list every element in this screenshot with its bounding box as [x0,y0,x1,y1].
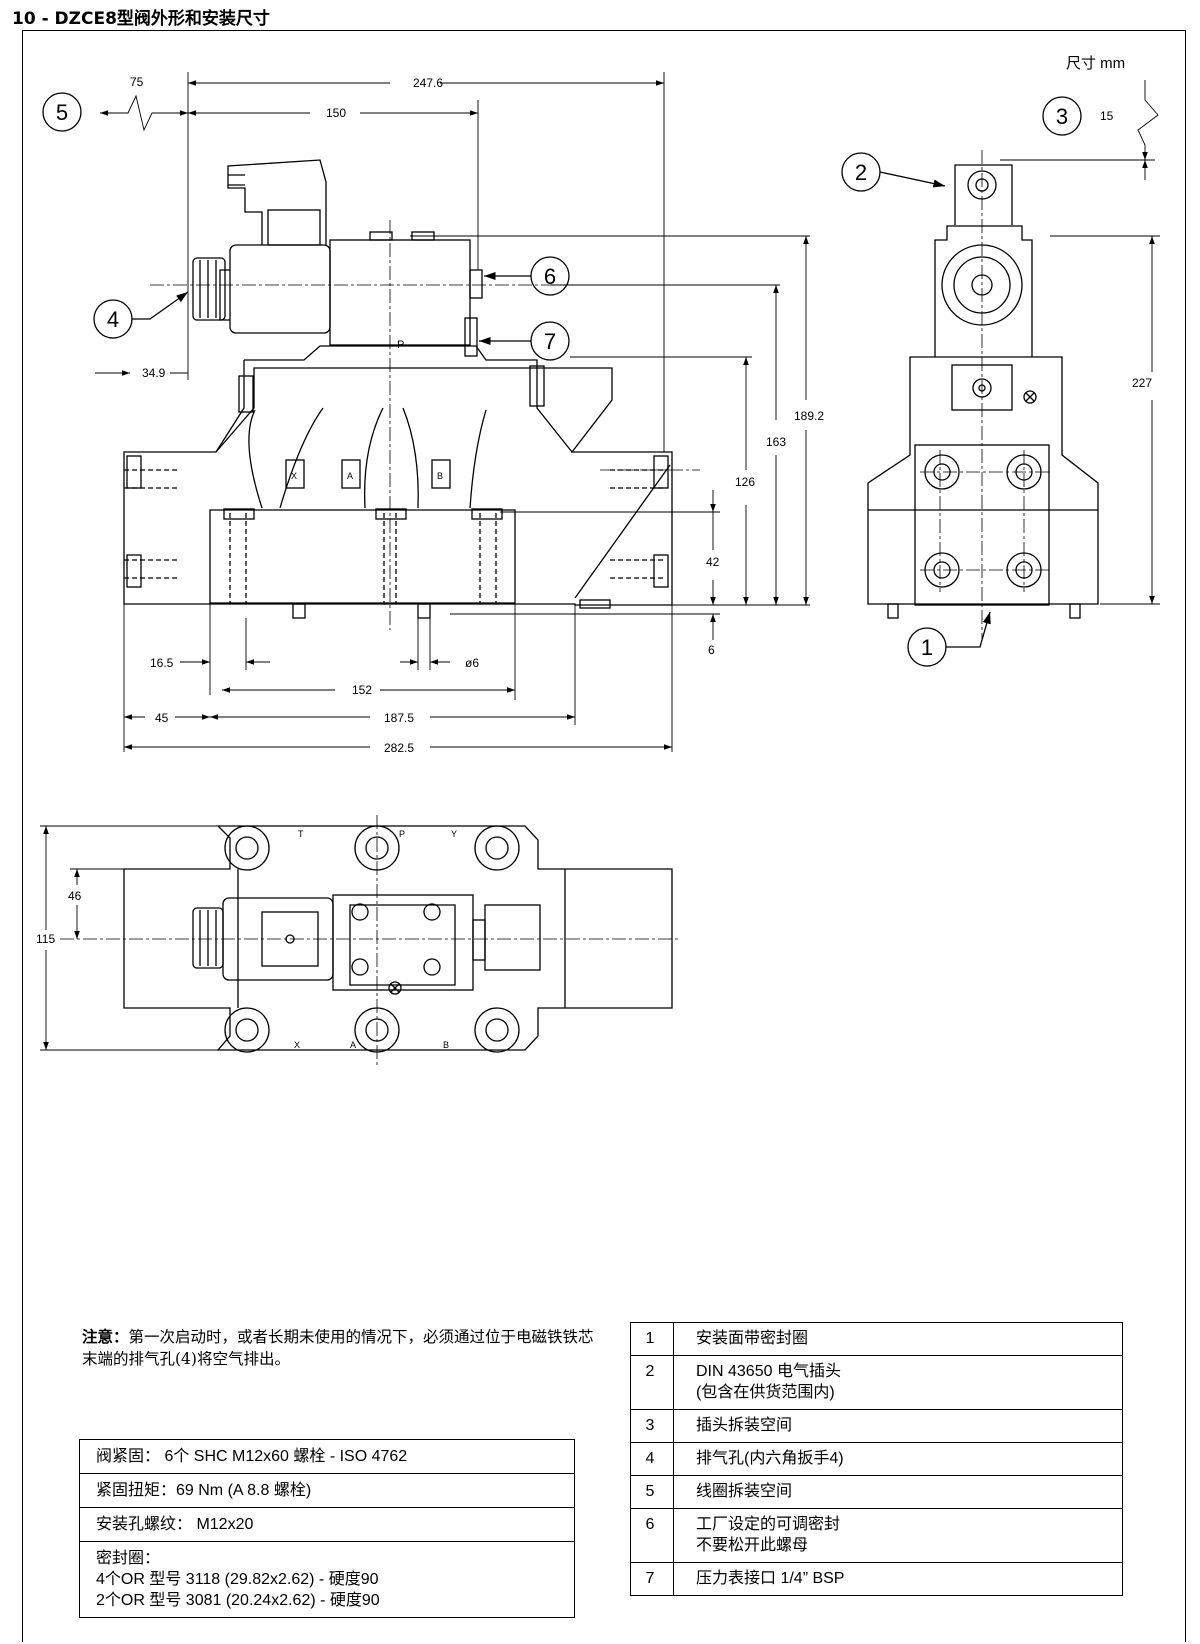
legend-line: 安装面带密封圈 [696,1330,809,1347]
callout-5 [42,92,82,132]
callout-2-label: 2 [855,160,867,185]
technical-drawing: P X A B [36,55,1160,1065]
legend-line: DIN 43650 电气插头 [696,1363,841,1380]
callout-7-label: 7 [544,329,556,354]
spec-row: 紧固扭矩：69 Nm (A 8.8 螺栓) [79,1473,575,1508]
legend-text: DIN 43650 电气插头 (包含在供货范围内) [673,1355,1123,1410]
callout-1-label: 1 [921,635,933,660]
legend-text: 插头拆装空间 [673,1409,1123,1443]
legend-text: 排气孔(内六角扳手4) [673,1442,1123,1476]
dim-189-2: 189.2 [794,409,824,423]
legend-text: 工厂设定的可调密封不要松开此螺母 [673,1508,1123,1563]
legend-row: 5 线圈拆装空间 [630,1475,1123,1509]
legend-num: 6 [630,1508,674,1563]
dim-247-6: 247.6 [413,76,443,90]
callout-4-label: 4 [107,307,119,332]
top-port-t-label: T [298,829,304,839]
legend-row: 1 安装面带密封圈 [630,1322,1123,1356]
spec-torque: 紧固扭矩：69 Nm (A 8.8 螺栓) [79,1473,575,1508]
spec-row: 阀紧固： 6个 SHC M12x60 螺栓 - ISO 4762 [79,1439,575,1474]
callout-3 [1042,96,1082,136]
legend-text: 压力表接口 1/4” BSP [673,1562,1123,1596]
bottom-port-x-label: X [294,1040,300,1050]
dim-227: 227 [1132,376,1152,390]
legend-row: 2 DIN 43650 电气插头 (包含在供货范围内) [630,1355,1123,1410]
bottom-port-a-label: A [350,1040,356,1050]
page-title: 10 - DZCE8型阀外形和安装尺寸 [12,9,270,29]
spec-seals-line: 4个OR 型号 3118 (29.82x2.62) - 硬度90 [96,1571,379,1588]
legend-table: 1 安装面带密封圈 2 DIN 43650 电气插头 (包含在供货范围内) 3 插头拆装… [630,1322,1123,1596]
top-dimensions [40,825,230,1051]
legend-line: 工厂设定的可调密封 [696,1516,841,1533]
side-dimensions [1000,80,1160,605]
note-text: 第一次启动时，或者长期未使用的情况下，必须通过位于电磁铁铁芯末端的排气孔(4)将… [82,1328,594,1368]
dim-15: 15 [1100,109,1114,123]
dim-282-5: 282.5 [384,741,414,755]
dim-187-5: 187.5 [384,711,414,725]
legend-text: 安装面带密封圈 [673,1322,1123,1356]
port-b-label: B [437,471,443,481]
callouts [42,92,1082,667]
spec-seals-title: 密封圈： [96,1550,161,1567]
legend-num: 1 [630,1322,674,1356]
legend-num: 5 [630,1475,674,1509]
legend-num: 4 [630,1442,674,1476]
dim-16-5: 16.5 [150,656,174,670]
legend-line: 压力表接口 1/4” BSP [696,1570,845,1587]
callout-3-label: 3 [1056,104,1068,129]
spec-bolts: 阀紧固： 6个 SHC M12x60 螺栓 - ISO 4762 [79,1439,575,1474]
port-a-label: A [347,471,353,481]
startup-note: 注意：第一次启动时，或者长期未使用的情况下，必须通过位于电磁铁铁芯末端的排气孔(… [82,1326,602,1370]
spec-row: 安装孔螺纹： M12x20 [79,1507,575,1542]
spec-thread: 安装孔螺纹： M12x20 [79,1507,575,1542]
legend-line: 线圈拆装空间 [696,1483,793,1500]
callout-5-label: 5 [56,100,68,125]
front-dimensions [95,72,810,752]
port-x-label: X [291,471,297,481]
mounting-spec-table: 阀紧固： 6个 SHC M12x60 螺栓 - ISO 4762 紧固扭矩：69… [79,1439,575,1618]
dim-45: 45 [155,711,169,725]
top-port-y-label: Y [451,829,457,839]
dim-6: 6 [708,643,715,657]
legend-line: 不要松开此螺母 [696,1537,809,1554]
spec-row: 密封圈： 4个OR 型号 3118 (29.82x2.62) - 硬度90 2个… [79,1541,575,1618]
legend-row: 3 插头拆装空间 [630,1409,1123,1443]
legend-text: 线圈拆装空间 [673,1475,1123,1509]
units-label: 尺寸 mm [1066,55,1125,72]
dim-163: 163 [766,435,786,449]
port-p-label: P [397,339,404,351]
front-view: P X A B [123,159,700,630]
legend-row: 4 排气孔(内六角扳手4) [630,1442,1123,1476]
note-label: 注意： [82,1327,129,1346]
top-view [60,815,680,1065]
dim-42: 42 [706,555,720,569]
bottom-port-b-label: B [443,1040,449,1050]
dim-phi-6: ø6 [465,656,479,670]
callout-6-label: 6 [544,264,556,289]
side-view [867,150,1099,640]
legend-num: 2 [630,1355,674,1410]
legend-num: 3 [630,1409,674,1443]
dim-152: 152 [352,683,372,697]
legend-line: (包含在供货范围内) [696,1384,835,1401]
dim-126: 126 [735,475,755,489]
legend-line: 插头拆装空间 [696,1417,793,1434]
legend-row: 7 压力表接口 1/4” BSP [630,1562,1123,1596]
dim-46: 46 [68,889,82,903]
dim-115: 115 [36,932,55,946]
legend-num: 7 [630,1562,674,1596]
dim-150: 150 [326,106,346,120]
legend-line: 排气孔(内六角扳手4) [696,1450,844,1467]
top-port-p-label: P [399,829,405,839]
dim-75: 75 [130,75,144,89]
dim-34-9: 34.9 [142,366,166,380]
spec-seals: 密封圈： 4个OR 型号 3118 (29.82x2.62) - 硬度90 2个… [79,1541,575,1618]
drawing-frame [22,30,1186,1642]
spec-seals-line: 2个OR 型号 3081 (20.24x2.62) - 硬度90 [96,1592,380,1609]
